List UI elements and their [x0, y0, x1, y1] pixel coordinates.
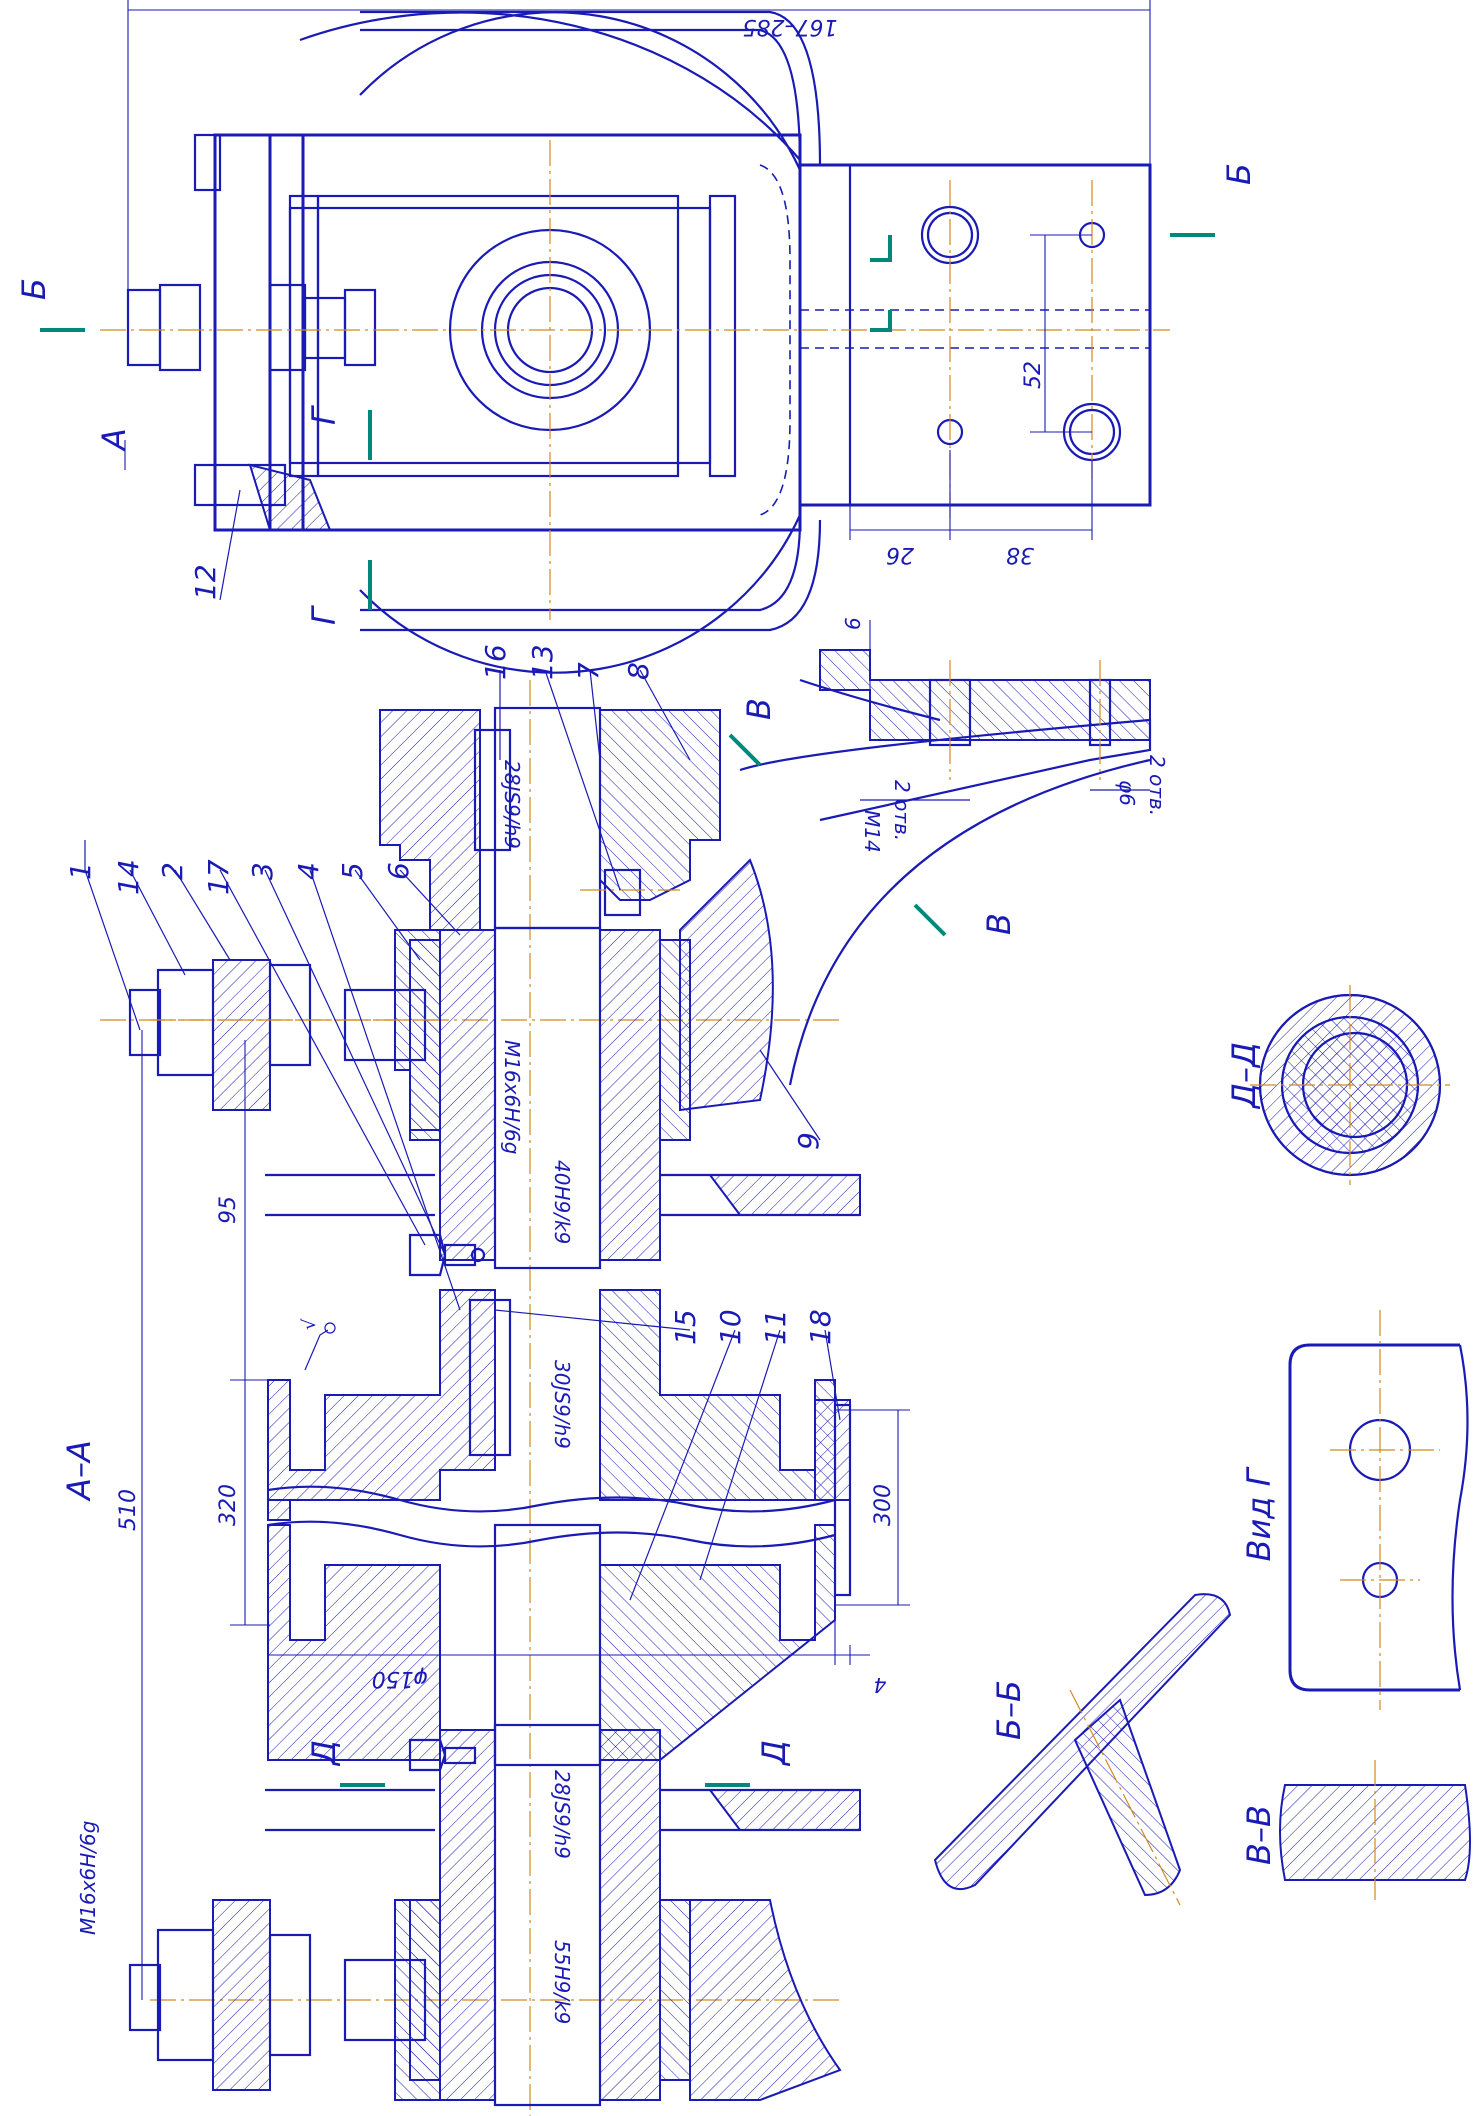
dim-300: 300 [871, 1484, 896, 1526]
dim-top-overall: 167–285 [743, 14, 838, 39]
part-label-8: 8 [622, 662, 655, 680]
section-title-vid-g: Вид Г [1240, 1466, 1278, 1561]
cut-letter-d-left: Д [305, 1740, 343, 1767]
section-v-v: В–В [1240, 1760, 1471, 1900]
cut-letter-b-right: Б [1220, 163, 1258, 185]
part-callouts: 1 14 2 17 3 4 5 6 16 13 7 8 9 1 [64, 644, 841, 1601]
part-label-11: 11 [759, 1309, 792, 1345]
fit-28js9h9: 28JS9/h9 [500, 760, 524, 849]
cut-letter-a: А [95, 428, 133, 452]
cut-letter-g-top: Г [305, 405, 343, 425]
part-label-16: 16 [479, 644, 512, 680]
part-label-3: 3 [246, 862, 279, 880]
dim-phi6-count: 2 отв. [1145, 755, 1169, 816]
part-label-17: 17 [202, 859, 235, 895]
top-view: 167–285 [15, 0, 1258, 674]
dim-95: 95 [216, 1196, 241, 1224]
view-g: Вид Г [1240, 1310, 1469, 1710]
part-label-5: 5 [336, 862, 369, 880]
cut-letter-v-top: В [740, 698, 778, 720]
dim-320: 320 [216, 1484, 241, 1526]
dim-phi150: φ150 [372, 1666, 429, 1691]
dim-510: 510 [116, 1489, 141, 1531]
part-label-2: 2 [156, 862, 189, 880]
part-label-4: 4 [292, 862, 325, 880]
part-label-7: 7 [572, 662, 605, 680]
section-d-d: Д–Д [1225, 985, 1450, 1185]
fit-40h9k9: 40Н9/k9 [550, 1160, 574, 1244]
dim-4: 4 [874, 1673, 887, 1697]
part-label-10: 10 [714, 1309, 747, 1345]
dim-52: 52 [1021, 361, 1046, 389]
part-label-9: 9 [792, 1132, 825, 1150]
fit-55h9k9: 55Н9/k9 [550, 1940, 574, 2024]
section-b-b: Б–Б [933, 1593, 1232, 1906]
cut-letter-b-left: Б [15, 278, 53, 300]
cut-letter-d-right: Д [755, 1740, 793, 1767]
part-label-18: 18 [804, 1309, 837, 1345]
dim-phi6: φ6 [1115, 780, 1139, 806]
part-label-1: 1 [64, 862, 97, 880]
svg-text:√: √ [299, 1318, 320, 1330]
section-title-v-v: В–В [1240, 1805, 1278, 1865]
dim-m14-count: 2 отв. [890, 780, 914, 841]
cut-letter-g-bottom: Г [305, 605, 343, 625]
dim-38: 38 [1006, 542, 1034, 567]
fit-30js9h9: 30JS9/h9 [550, 1360, 574, 1449]
part-label-13: 13 [526, 644, 559, 680]
dim-m14: М14 [860, 810, 884, 853]
part-label-15: 15 [669, 1309, 702, 1345]
dim-6: 6 [841, 617, 865, 630]
cut-letter-v-bottom: В [980, 913, 1018, 935]
section-title-a-a: А–А [60, 1440, 98, 1502]
part-label-14: 14 [112, 859, 145, 895]
section-title-d-d: Д–Д [1225, 1042, 1263, 1110]
section-title-b-b: Б–Б [990, 1680, 1028, 1740]
fit-m16: М16х6Н/6g [500, 1040, 524, 1154]
part-label-6: 6 [382, 862, 415, 880]
fit-m16-left: М16х6Н/6g [76, 1821, 100, 1935]
fit-28js9h9-b: 28JS9/h9 [550, 1770, 574, 1859]
dim-26: 26 [886, 542, 914, 567]
part-label-12: 12 [189, 564, 222, 600]
section-a-a: 510 А–А 95 320 √ 300 φ150 4 28JS9/h9 М16… [60, 617, 1169, 2116]
